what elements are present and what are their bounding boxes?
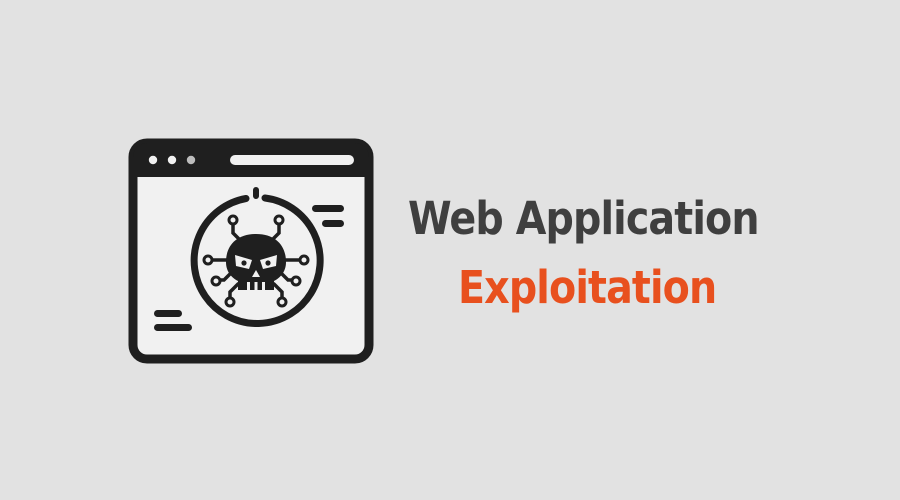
text-line — [154, 310, 182, 317]
target-ring — [190, 194, 324, 327]
window-dot-2 — [167, 155, 177, 165]
title-line-primary: Web Application — [408, 192, 760, 245]
text-line — [154, 324, 192, 331]
circuit-nodes — [202, 214, 310, 308]
skull-icon — [226, 234, 286, 290]
text-line — [312, 205, 344, 212]
title-line-accent: Exploitation — [458, 261, 717, 314]
text-line — [322, 220, 344, 227]
window-dot-1 — [148, 155, 158, 165]
title-block: Web Application Exploitation — [408, 190, 768, 310]
browser-bug-icon — [128, 138, 374, 364]
address-bar — [230, 155, 354, 165]
window-dot-3 — [186, 155, 196, 165]
